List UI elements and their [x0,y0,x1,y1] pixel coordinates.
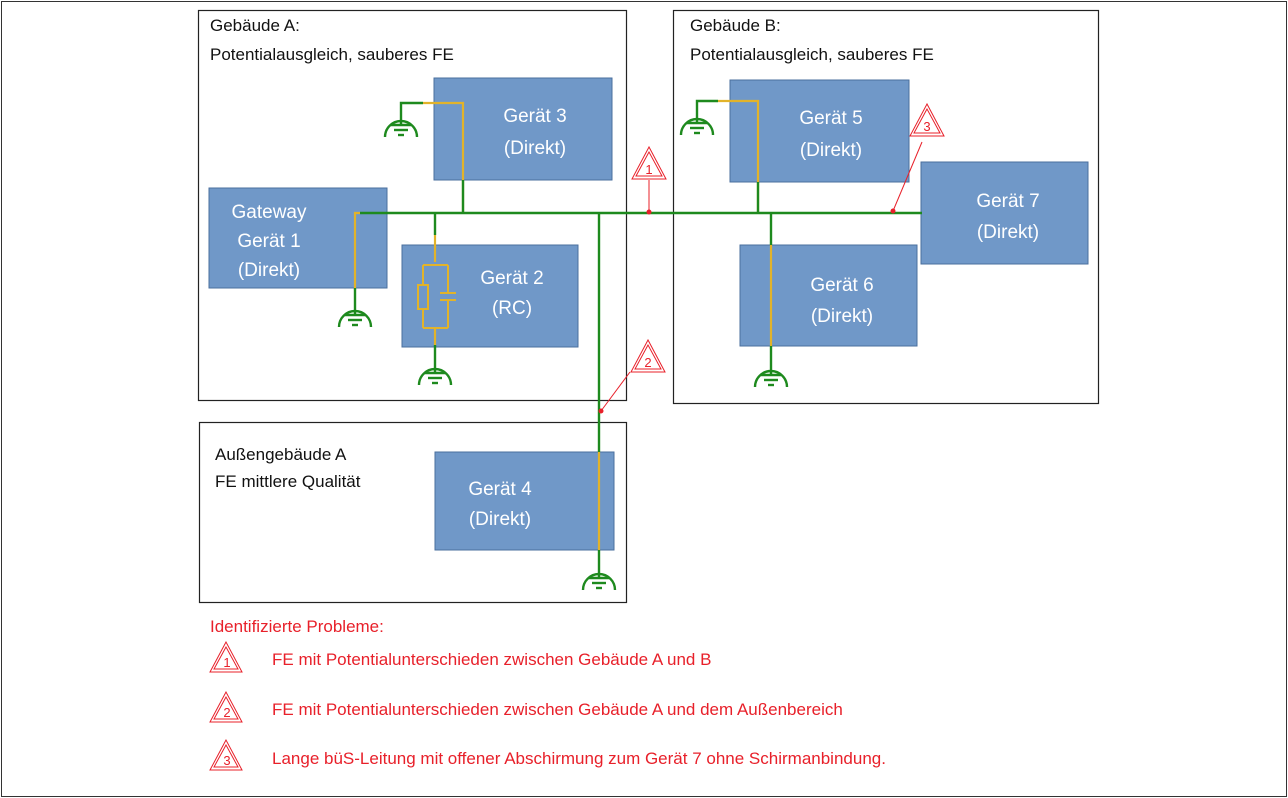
device-6-line2: (Direkt) [811,306,873,327]
problem-item-3-text: Lange büS-Leitung mit offener Abschirmun… [272,749,886,768]
ground-icon [581,572,617,591]
device-2-line2: (RC) [492,298,532,319]
device-7-line2: (Direkt) [977,222,1039,243]
problem-item-1-text: FE mit Potentialunterschieden zwischen G… [272,650,711,669]
ground-icon [417,367,453,386]
shield-wires [353,99,773,550]
outer-building-box [198,421,628,604]
device-4: Gerät 4 (Direkt) [434,451,615,551]
outer-building-title: Außengebäude A [215,445,347,464]
building-a-box [197,9,628,402]
device-gateway: Gateway Gerät 1 (Direkt) [208,187,388,289]
problem-marker-3-number: 3 [923,119,930,134]
device-gateway-line2: Gerät 1 [237,231,300,252]
ground-icon [753,369,789,388]
ground-symbols [337,117,789,591]
building-b-title: Gebäude B: [690,16,781,35]
device-7-line1: Gerät 7 [976,191,1039,212]
ground-icon [679,117,715,136]
problems-heading: Identifizierte Probleme: [210,617,384,636]
device-4-line2: (Direkt) [469,509,531,530]
problem-item-3: 3 Lange büS-Leitung mit offener Abschirm… [209,738,886,771]
device-7: Gerät 7 (Direkt) [920,161,1089,265]
problem-item-2: 2 FE mit Potentialunterschieden zwischen… [209,690,843,723]
problem-marker-2: 2 [598,338,666,414]
device-2-line1: Gerät 2 [480,268,543,289]
device-gateway-line3: (Direkt) [238,260,300,281]
building-a-title: Gebäude A: [210,16,300,35]
outer-building-subtitle: FE mittlere Qualität [215,472,361,491]
problem-item-1: 1 FE mit Potentialunterschieden zwischen… [209,640,711,673]
building-a-subtitle: Potentialausgleich, sauberes FE [210,45,454,64]
device-3-line2: (Direkt) [504,138,566,159]
ground-icon [383,119,419,138]
building-b-box [672,9,1100,405]
rc-element [417,264,456,329]
problem-marker-1-number: 1 [645,162,652,177]
device-3: Gerät 3 (Direkt) [433,77,613,181]
problem-item-3-number: 3 [223,753,230,768]
problem-marker-3: 3 [890,102,945,214]
device-5-line1: Gerät 5 [799,108,862,129]
device-2: Gerät 2 (RC) [401,244,579,348]
ground-icon [337,309,373,328]
building-b-subtitle: Potentialausgleich, sauberes FE [690,45,934,64]
device-gateway-line1: Gateway [232,202,307,223]
problem-item-2-text: FE mit Potentialunterschieden zwischen G… [272,700,843,719]
device-6-line1: Gerät 6 [810,275,873,296]
device-5-line2: (Direkt) [800,140,862,161]
problem-item-2-number: 2 [223,705,230,720]
device-6: Gerät 6 (Direkt) [739,244,918,347]
problem-marker-2-number: 2 [644,355,651,370]
device-3-line1: Gerät 3 [503,106,566,127]
device-5: Gerät 5 (Direkt) [729,79,910,183]
device-4-line1: Gerät 4 [468,479,532,500]
problem-item-1-number: 1 [223,655,230,670]
problem-marker-1: 1 [631,145,667,215]
